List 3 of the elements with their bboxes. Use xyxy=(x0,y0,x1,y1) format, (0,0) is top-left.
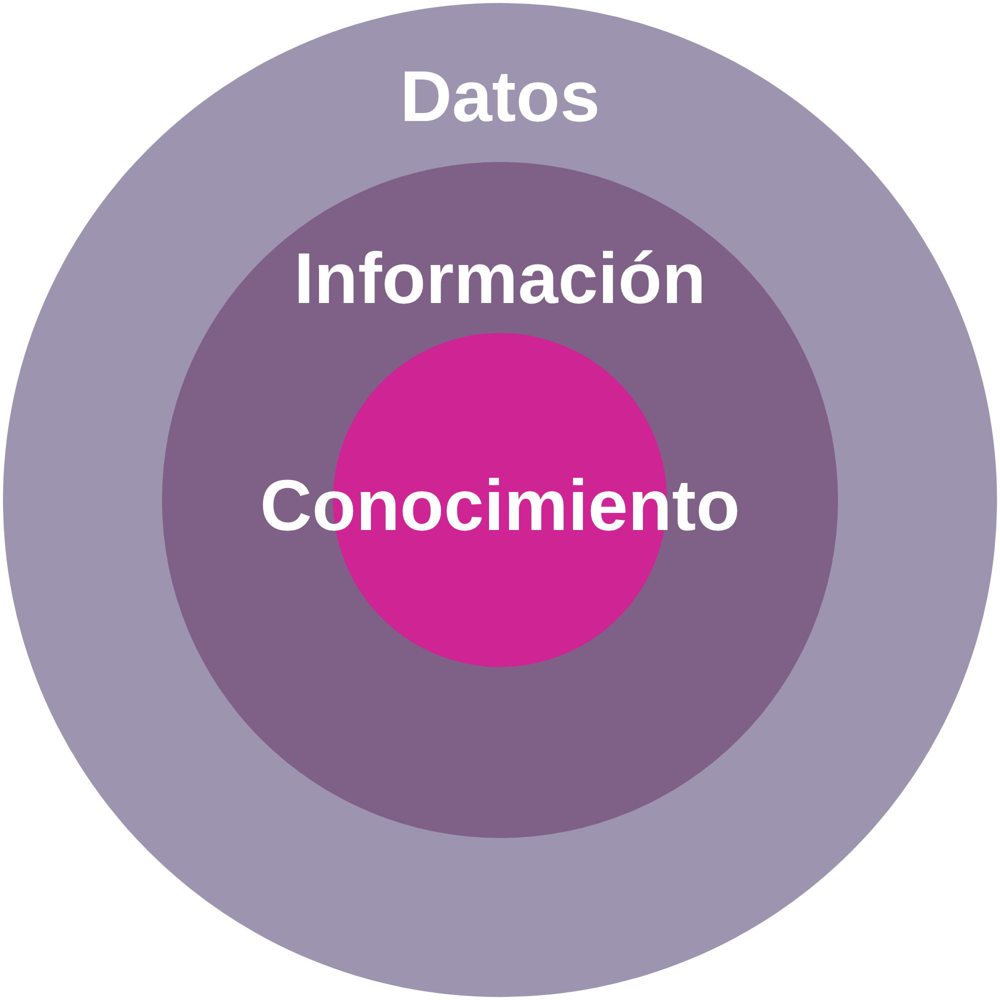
circle-label: Conocimiento xyxy=(260,470,740,542)
circle-label: Información xyxy=(294,243,706,316)
circle-label: Datos xyxy=(400,60,600,133)
